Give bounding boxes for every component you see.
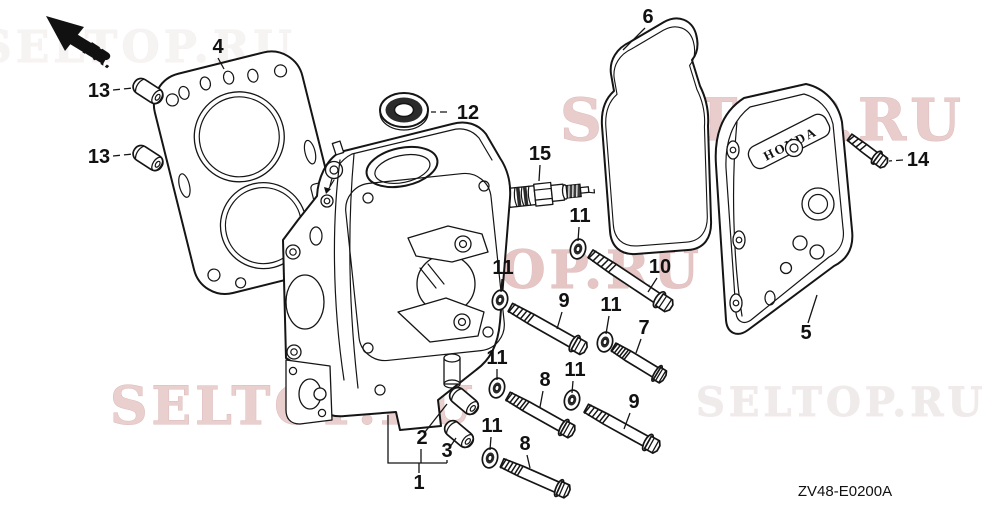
leader-line-part-11 [571,380,574,394]
part-number-label-1: 1 [413,472,424,494]
part-number-label-13: 13 [88,146,110,168]
part-5-head-cover-drawing: HONDA [714,83,854,335]
leader-line-part-11 [577,226,580,242]
part-number-label-11: 11 [486,347,507,369]
leader-line-part-3 [449,437,457,448]
part-number-label-8: 8 [519,433,530,455]
part-1-cylinder-barrel-drawing [282,121,512,431]
part-6-cover-gasket-drawing [600,17,713,256]
leader-line-part-9 [623,412,631,430]
callout-layer: 4 13 13 12 6 15 14 5 10 11 11 11 11 11 11 9 7 8 9 8 231 [88,6,930,494]
part-number-label-8: 8 [539,369,550,391]
part-13-dowel-pin-drawing [129,74,167,108]
part-number-label-10: 10 [649,256,671,278]
part-13-dowel-pin-drawing [129,141,167,175]
part-8-bolt [497,453,574,502]
part-number-label-11: 11 [600,294,621,316]
part-9-bolt [505,298,591,359]
part-9-bolt [581,399,664,457]
part-number-label-2: 2 [416,427,427,449]
part-14-bolt-drawing [845,131,890,171]
leader-line-part-8 [539,390,544,408]
leader-line-part-2 [424,403,448,433]
leader-line-part-7 [635,338,642,354]
part-number-label-9: 9 [558,290,569,312]
leader-line-part-9 [556,311,563,330]
group-bracket-1-2-3 [387,415,448,473]
leader-line-part-11 [500,278,503,293]
watermark-text: SELTOP.RU [0,22,296,73]
part-number-label-13: 13 [88,80,110,102]
part-number-label-12: 12 [457,102,479,124]
part-number-label-6: 6 [642,6,653,28]
leader-line-part-10 [647,277,658,293]
leader-line-part-14 [888,159,904,162]
part-number-label-14: 14 [907,149,930,171]
leader-line-part-11 [489,436,492,451]
part-number-label-11: 11 [569,205,590,227]
leader-line-part-6 [622,27,646,51]
part-number-label-11: 11 [492,257,513,279]
diagram-code: ZV48-E0200A [798,483,892,500]
part-number-label-4: 4 [212,36,224,58]
leader-line-part-5 [807,294,818,324]
leader-line-part-13 [112,153,134,157]
part-12-oil-seal-drawing [379,92,429,131]
leader-line-part-13 [112,87,134,91]
part-number-label-7: 7 [638,317,649,339]
part-number-label-15: 15 [529,143,551,165]
leader-line-part-4 [217,57,225,70]
arrow-icon [46,16,84,51]
part-number-label-11: 11 [564,359,585,381]
part-number-label-11: 11 [481,415,502,437]
part-number-label-9: 9 [628,391,639,413]
leader-line-part-15 [538,164,541,182]
leader-line-part-8 [526,454,531,469]
part-number-label-5: 5 [800,322,811,344]
part-number-label-3: 3 [441,440,452,462]
leader-line-part-11 [605,315,610,335]
watermark-text: SELTOP.RU [696,379,986,426]
